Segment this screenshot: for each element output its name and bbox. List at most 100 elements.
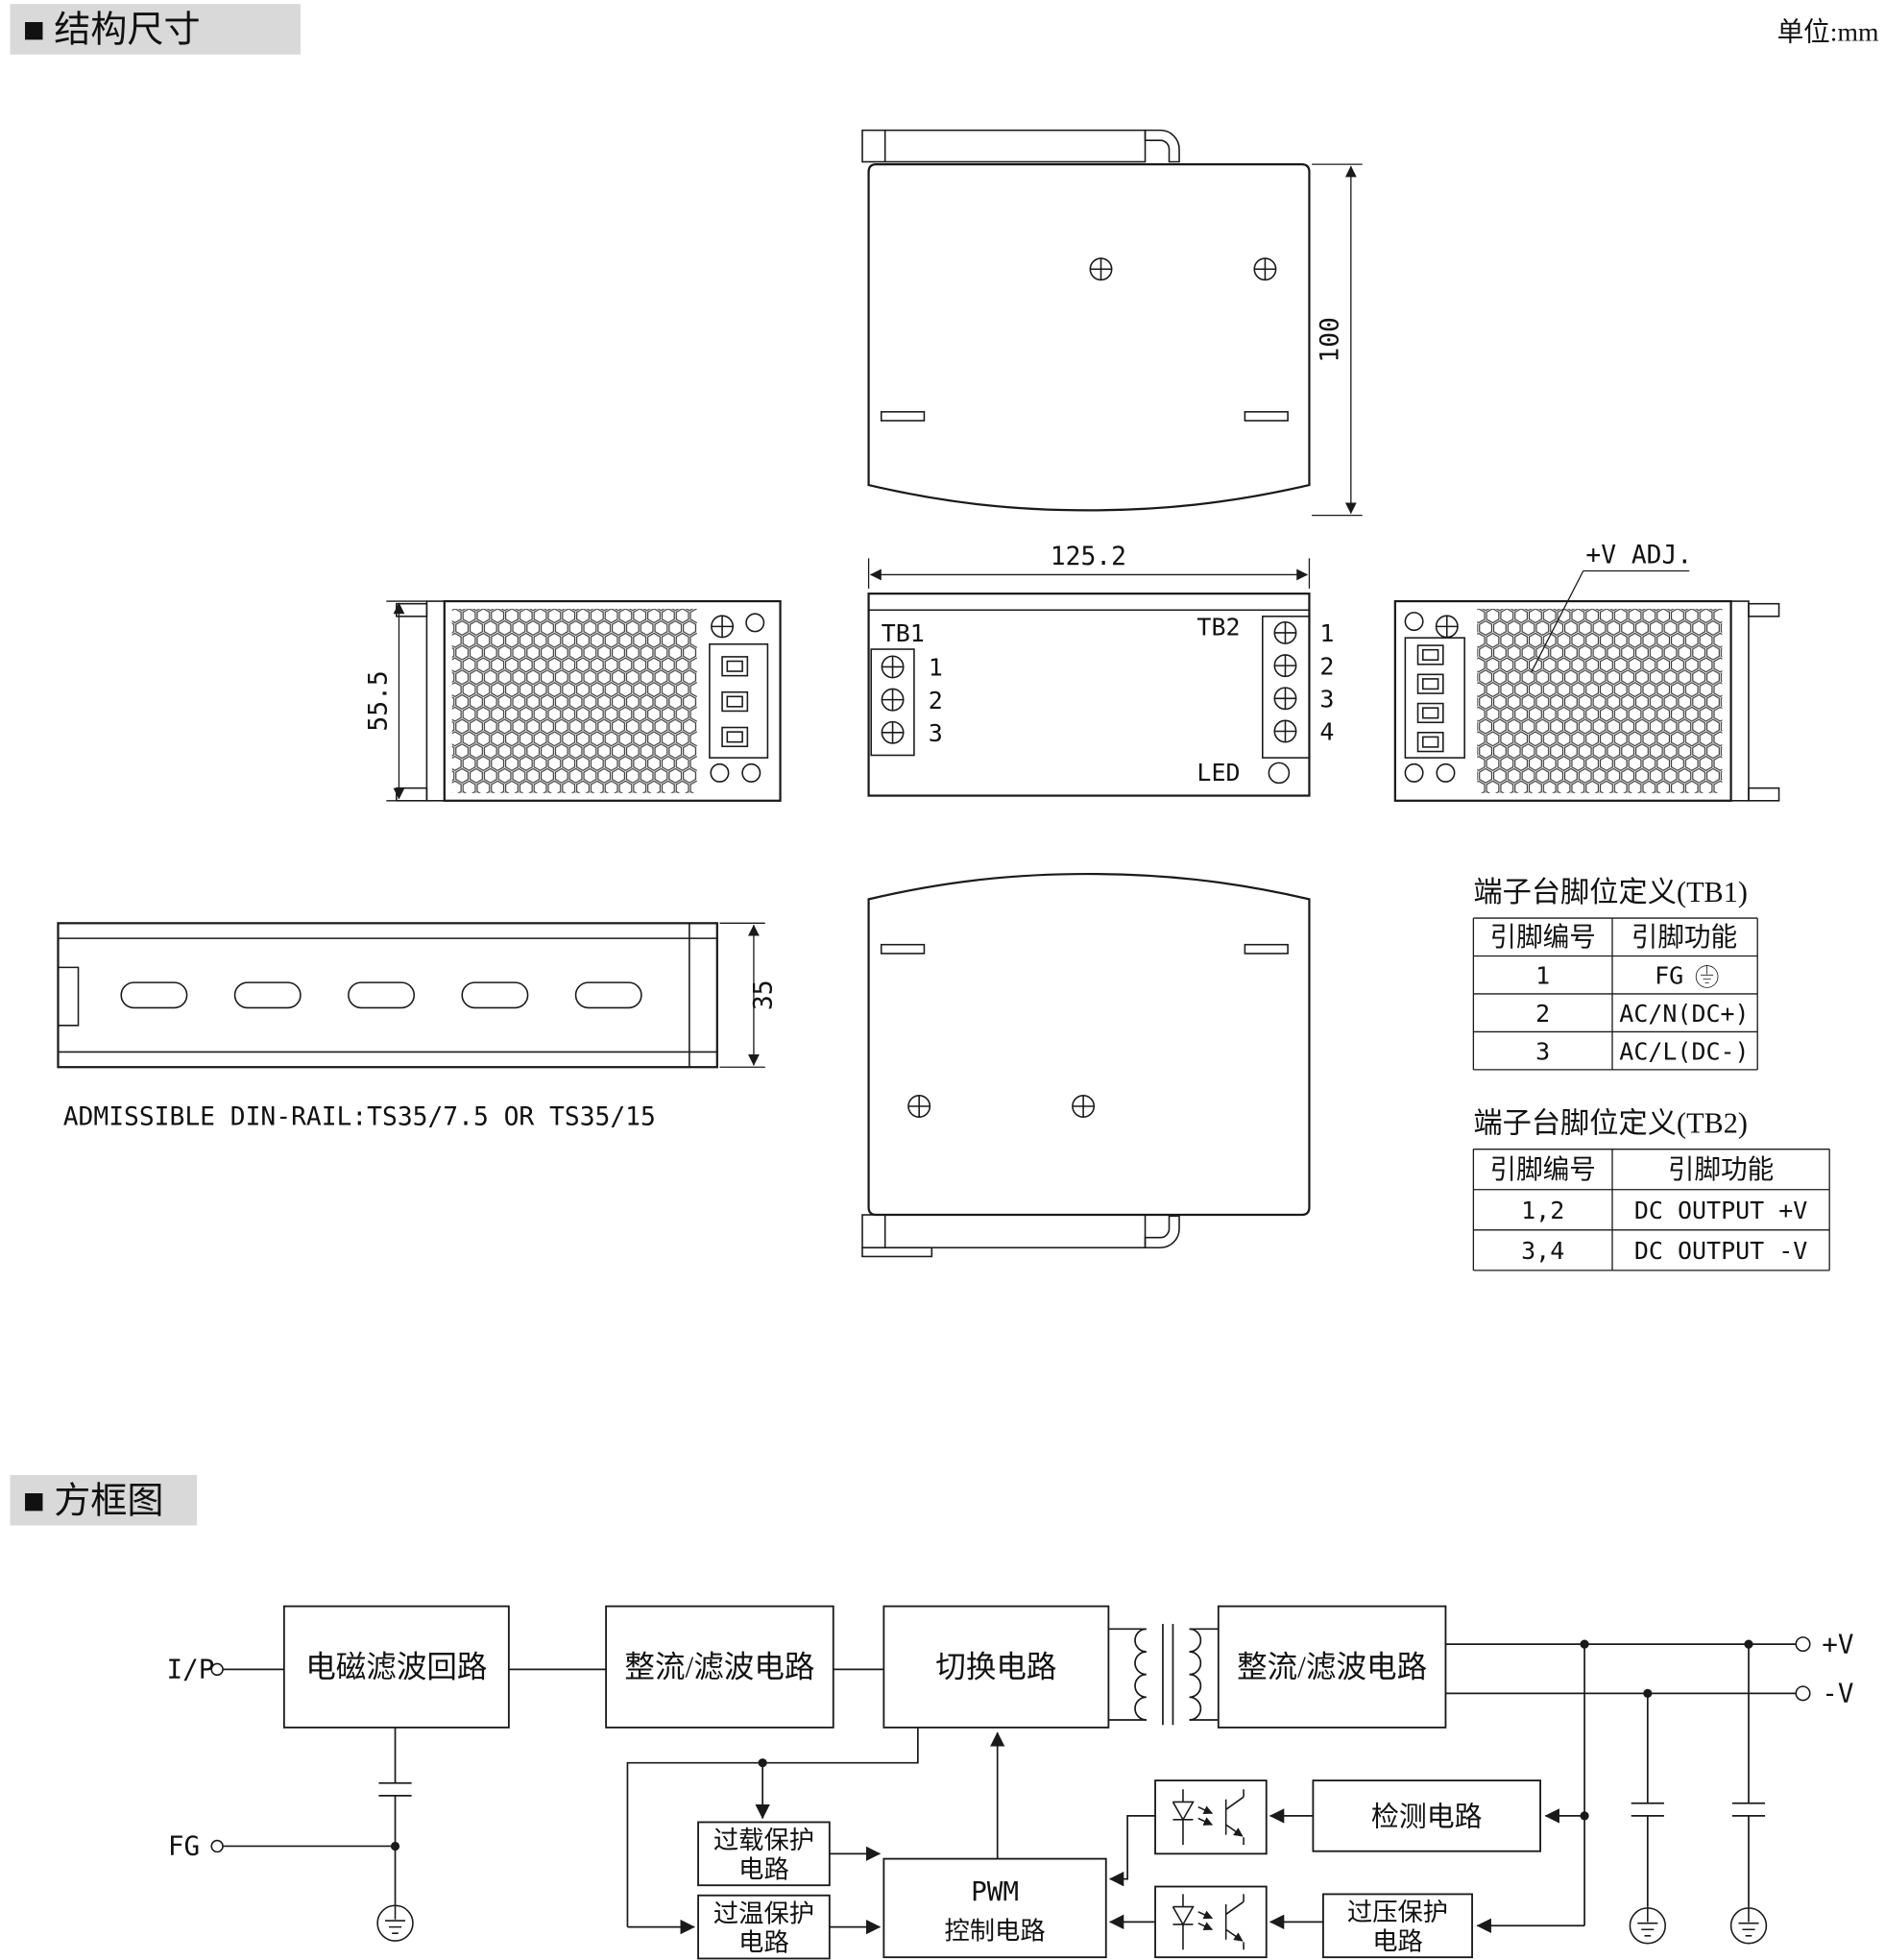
vent-grid xyxy=(1477,608,1723,793)
transformer-icon xyxy=(1108,1624,1219,1726)
block-pwm-line1: PWM xyxy=(971,1875,1019,1907)
screw-icon xyxy=(1072,1094,1096,1119)
fg-terminal xyxy=(210,1839,224,1853)
tb1-table-title: 端子台脚位定义(TB1) xyxy=(1473,876,1748,908)
screw-icon xyxy=(1089,257,1113,281)
dim-depth: 55.5 xyxy=(364,600,427,802)
tb2-row1-pin: 1,2 xyxy=(1521,1197,1564,1224)
tb1-pin-3: 3 xyxy=(929,719,943,747)
block-ovp-line2: 电路 xyxy=(1372,1927,1423,1955)
block-switching: 切换电路 xyxy=(882,1605,1110,1729)
tb2-col-fn: 引脚功能 xyxy=(1668,1154,1774,1184)
input-label: I/P xyxy=(167,1654,215,1685)
tb2-row2-pin: 3,4 xyxy=(1521,1237,1564,1265)
vent-slot xyxy=(880,411,926,422)
block-ovp-line1: 过压保护 xyxy=(1347,1899,1448,1926)
tb1-row1-pin: 1 xyxy=(1535,961,1550,989)
din-clip-bottom xyxy=(861,1214,1180,1258)
tb1-row1-fn: FG xyxy=(1655,961,1683,989)
mount-tab xyxy=(396,786,428,802)
block-overload-line2: 电路 xyxy=(738,1855,789,1883)
tb2-pin-2: 2 xyxy=(1319,652,1334,680)
dim-rail: 35 xyxy=(719,922,778,1068)
side-left-terminals xyxy=(709,613,769,783)
earth-ground-icon xyxy=(1729,1905,1768,1945)
block-switching-label: 切换电路 xyxy=(935,1650,1056,1683)
block-overload-protection: 过载保护 电路 xyxy=(697,1821,831,1887)
section-block-bg xyxy=(10,1474,198,1526)
tb2-row2-fn: DC OUTPUT -V xyxy=(1634,1237,1807,1265)
optocoupler-lower xyxy=(1154,1885,1268,1959)
din-rail-note: ADMISSIBLE DIN-RAIL:TS35/7.5 OR TS35/15 xyxy=(63,1103,656,1132)
block-rectifier-output-label: 整流/滤波电路 xyxy=(1237,1650,1427,1683)
block-detect-circuit: 检测电路 xyxy=(1312,1779,1541,1852)
side-view-left: 55.5 xyxy=(364,599,782,802)
block-emi-label: 电磁滤波回路 xyxy=(305,1650,487,1683)
block-rectifier-input-label: 整流/滤波电路 xyxy=(624,1650,814,1683)
section-structure-bg xyxy=(10,4,301,55)
tb1-row3-fn: AC/L(DC-) xyxy=(1619,1037,1749,1065)
led-label: LED xyxy=(1196,759,1240,786)
screw-icon xyxy=(907,1094,931,1119)
dim-width-label: 125.2 xyxy=(1051,543,1126,571)
dim-width: 125.2 xyxy=(867,543,1311,589)
block-overtemp-protection: 过温保护 电路 xyxy=(697,1894,831,1960)
vadj-label: +V ADJ. xyxy=(1585,542,1692,570)
unit-note: 单位:mm xyxy=(1777,16,1879,46)
side-right-terminals xyxy=(1404,612,1465,783)
tb1-label: TB1 xyxy=(882,619,925,647)
earth-ground-icon xyxy=(1629,1905,1667,1945)
section-structure-title: ■ 结构尺寸 xyxy=(23,11,201,51)
tb2-pin-3: 3 xyxy=(1319,686,1334,714)
din-rail-slots xyxy=(120,981,642,1009)
tb2-pin-1: 1 xyxy=(1319,619,1334,647)
block-rectifier-output: 整流/滤波电路 xyxy=(1217,1605,1447,1729)
tb2-table-title: 端子台脚位定义(TB2) xyxy=(1473,1107,1748,1140)
vpos-label: +V xyxy=(1822,1628,1853,1659)
tb1-terminal-block xyxy=(870,648,915,757)
tb1-row3-pin: 3 xyxy=(1535,1037,1550,1065)
block-pwm-control: PWM 控制电路 xyxy=(882,1857,1107,1959)
tb2-pin-4: 4 xyxy=(1319,718,1334,746)
section-structure-header: ■ 结构尺寸 单位:mm xyxy=(10,4,1879,55)
din-rail-view: 35 ADMISSIBLE DIN-RAIL:TS35/7.5 OR TS35/… xyxy=(57,922,778,1132)
tb2-table: 端子台脚位定义(TB2) 引脚编号 引脚功能 1,2 DC OUTPUT +V … xyxy=(1472,1107,1830,1271)
tb1-pin-1: 1 xyxy=(929,654,943,682)
mount-tab xyxy=(396,602,428,617)
mount-tab xyxy=(1748,786,1780,802)
mount-tab xyxy=(1748,602,1780,617)
vent-slot xyxy=(1244,411,1289,422)
vneg-label: -V xyxy=(1822,1678,1853,1709)
vpos-terminal xyxy=(1795,1636,1811,1653)
tb1-row2-pin: 2 xyxy=(1535,1000,1550,1028)
tb2-label: TB2 xyxy=(1196,614,1240,641)
tb1-col-pin: 引脚编号 xyxy=(1489,922,1595,952)
dim-height: 100 xyxy=(1312,163,1363,517)
vent-slot xyxy=(880,943,926,955)
block-pwm-line2: 控制电路 xyxy=(944,1918,1045,1946)
block-rectifier-input: 整流/滤波电路 xyxy=(605,1605,834,1729)
tb1-row2-fn: AC/N(DC+) xyxy=(1619,1000,1749,1028)
front-view: 125.2 TB1 TB2 1 2 3 1 2 3 4 LED xyxy=(867,543,1334,797)
din-rail-body xyxy=(57,922,718,1069)
top-view: 100 xyxy=(861,129,1363,517)
block-overload-line1: 过载保护 xyxy=(713,1827,814,1854)
top-view-body xyxy=(867,163,1311,512)
optocoupler-upper xyxy=(1154,1779,1268,1855)
led-indicator xyxy=(1268,762,1291,785)
block-ovp-protection: 过压保护 电路 xyxy=(1321,1893,1473,1959)
earth-ground-icon xyxy=(376,1903,414,1942)
tb1-col-fn: 引脚功能 xyxy=(1631,922,1737,952)
block-diagram: 电磁滤波回路 整流/滤波电路 切换电路 整流/滤波电路 过载保护 电路 xyxy=(167,1605,1854,1960)
tb2-table-grid xyxy=(1472,1149,1830,1271)
junction-dots xyxy=(390,1639,1753,1851)
section-block-title: ■ 方框图 xyxy=(23,1480,164,1521)
screw-icon xyxy=(1253,257,1277,281)
dim-height-label: 100 xyxy=(1317,317,1345,362)
block-detect-label: 检测电路 xyxy=(1371,1802,1483,1832)
dim-rail-label: 35 xyxy=(749,980,778,1010)
earth-ground-icon xyxy=(1695,964,1719,988)
bottom-view xyxy=(861,872,1311,1258)
side-view-right: +V ADJ. xyxy=(1393,542,1780,802)
